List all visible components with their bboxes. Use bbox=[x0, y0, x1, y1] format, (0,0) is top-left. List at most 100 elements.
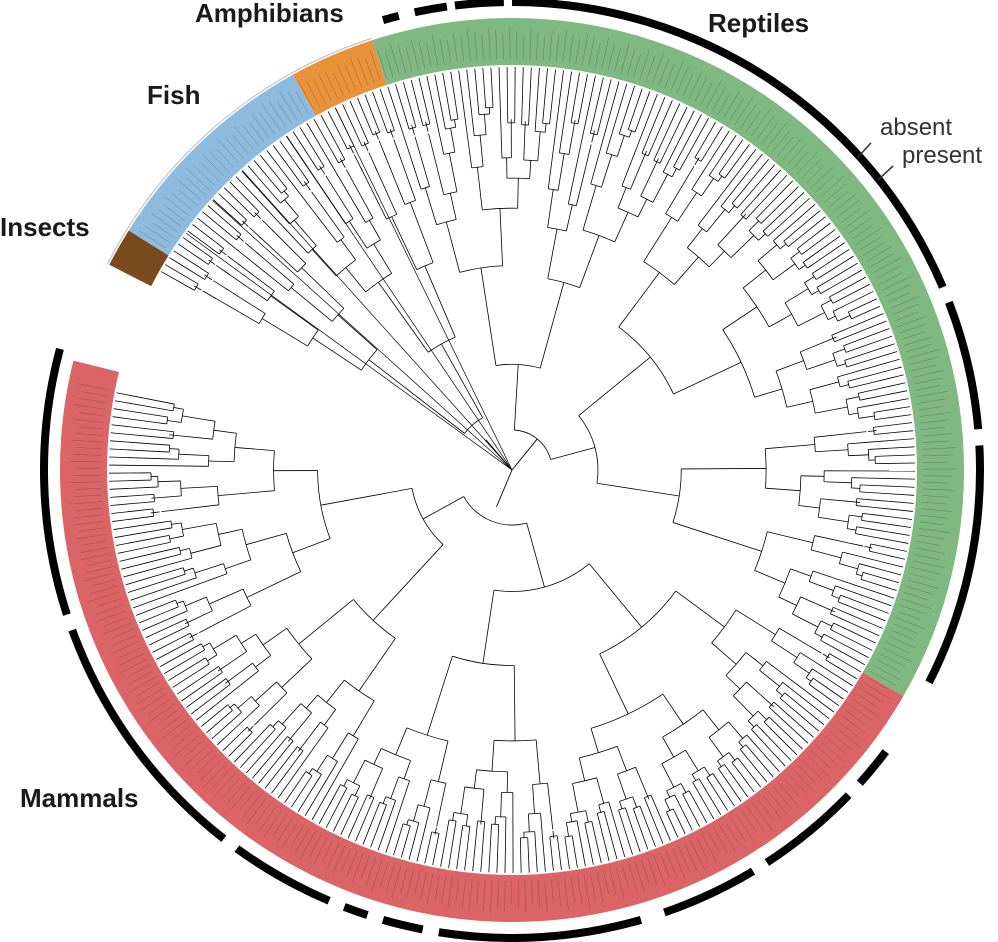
tip-label bbox=[772, 130, 791, 153]
branch bbox=[800, 652, 816, 663]
branch bbox=[849, 358, 900, 374]
branch bbox=[835, 578, 895, 599]
tip-label bbox=[641, 859, 650, 884]
branch bbox=[649, 810, 664, 844]
branch bbox=[400, 836, 408, 858]
branch bbox=[746, 681, 766, 700]
branch bbox=[343, 779, 348, 787]
branch bbox=[423, 779, 432, 807]
branch bbox=[395, 727, 408, 756]
branch bbox=[337, 314, 378, 351]
branch bbox=[425, 121, 429, 132]
branch bbox=[784, 675, 835, 713]
branch bbox=[702, 709, 720, 731]
branch bbox=[875, 522, 911, 528]
tip-label bbox=[249, 122, 265, 143]
group-color-bands bbox=[59, 17, 965, 923]
tip-label bbox=[607, 43, 615, 71]
tip-label bbox=[921, 508, 953, 512]
branch bbox=[378, 281, 429, 353]
branch bbox=[325, 800, 341, 828]
branch bbox=[369, 789, 374, 800]
tip-label bbox=[152, 222, 174, 238]
tip-label bbox=[915, 547, 946, 554]
branch bbox=[575, 167, 587, 206]
branch bbox=[340, 239, 357, 261]
branch bbox=[874, 398, 909, 406]
tip-label bbox=[791, 151, 809, 170]
tip-label bbox=[905, 344, 932, 353]
tip-label bbox=[914, 554, 940, 560]
branch bbox=[372, 544, 444, 621]
branch bbox=[247, 165, 275, 196]
branch bbox=[589, 115, 595, 134]
branch bbox=[475, 820, 478, 836]
branch bbox=[434, 827, 437, 835]
branch bbox=[812, 668, 820, 674]
branch bbox=[436, 813, 440, 827]
branch bbox=[847, 376, 866, 382]
tip-label bbox=[137, 681, 161, 696]
branch bbox=[185, 596, 207, 607]
branch bbox=[815, 272, 828, 280]
branch bbox=[176, 600, 184, 604]
branch bbox=[157, 480, 181, 483]
tip-label bbox=[313, 836, 328, 865]
branch bbox=[779, 727, 803, 750]
tip-label bbox=[614, 47, 621, 73]
branch bbox=[872, 506, 913, 512]
branch bbox=[556, 835, 560, 848]
branch bbox=[283, 190, 289, 197]
branch bbox=[178, 504, 220, 511]
tip-label bbox=[178, 180, 202, 201]
branch bbox=[885, 430, 914, 434]
tip-label bbox=[83, 540, 108, 546]
branch bbox=[293, 219, 317, 246]
tip-label bbox=[628, 863, 638, 891]
branch bbox=[882, 406, 911, 412]
branch bbox=[169, 434, 183, 437]
branch bbox=[339, 158, 346, 168]
tip-label bbox=[747, 806, 765, 831]
branch bbox=[815, 449, 849, 453]
tip-label bbox=[626, 49, 636, 76]
branch bbox=[870, 543, 883, 547]
branch bbox=[241, 670, 259, 685]
branch bbox=[738, 741, 744, 748]
branch bbox=[757, 174, 788, 207]
branch bbox=[112, 416, 150, 423]
branch bbox=[824, 248, 850, 267]
tip-label bbox=[670, 60, 684, 91]
tip-label bbox=[299, 830, 316, 861]
branch bbox=[358, 638, 396, 692]
branch bbox=[550, 846, 554, 871]
presence-segment bbox=[413, 2, 448, 17]
branch bbox=[216, 716, 248, 746]
tip-label bbox=[921, 433, 952, 437]
branch bbox=[856, 498, 876, 501]
branch bbox=[884, 414, 912, 419]
tip-label bbox=[889, 295, 920, 309]
tip-label bbox=[633, 54, 641, 78]
branch bbox=[217, 684, 231, 695]
tip-label bbox=[483, 880, 486, 911]
branch bbox=[434, 74, 444, 119]
branch bbox=[786, 400, 813, 408]
branch bbox=[304, 775, 313, 787]
branch bbox=[151, 497, 161, 499]
branch bbox=[851, 314, 860, 320]
branch bbox=[815, 406, 848, 414]
tip-label bbox=[269, 101, 286, 128]
branch bbox=[152, 638, 180, 653]
tip-label bbox=[913, 377, 943, 385]
tip-label bbox=[488, 27, 491, 60]
group-label-insects: Insects bbox=[0, 212, 90, 242]
tip-label bbox=[171, 725, 191, 741]
tip-label bbox=[246, 798, 266, 824]
tip-label bbox=[588, 37, 595, 67]
tip-label bbox=[551, 879, 554, 905]
branch bbox=[820, 498, 849, 502]
tip-label bbox=[793, 769, 815, 793]
tip-label bbox=[434, 874, 440, 900]
branch bbox=[273, 195, 281, 204]
